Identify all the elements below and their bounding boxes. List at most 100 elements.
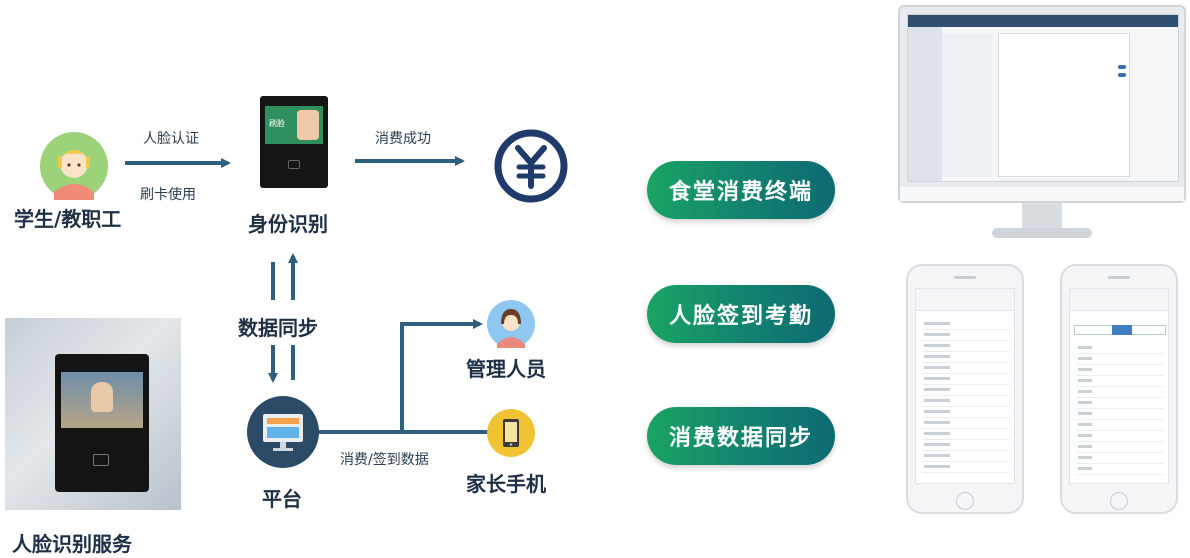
face-auth-label: 人脸认证 [143, 131, 199, 147]
list-item [922, 351, 1010, 352]
platform-monitor-icon [247, 396, 319, 468]
list-item [922, 373, 1010, 374]
list-item [1076, 386, 1164, 387]
list-item [1078, 434, 1092, 437]
list-item [922, 417, 1010, 418]
desktop-toggle [1118, 73, 1126, 77]
yen-icon [494, 129, 568, 203]
phone-right-speaker [1108, 276, 1130, 279]
face-service-photo [5, 318, 181, 510]
desktop-monitor-stand-base [992, 228, 1092, 238]
phone-right-home-button [1110, 492, 1128, 510]
list-item [1078, 456, 1092, 459]
list-item [922, 461, 1010, 462]
student-avatar-icon [40, 132, 108, 200]
face-service-card-icon [93, 454, 109, 466]
list-item [1076, 452, 1164, 453]
desktop-chin [900, 187, 1184, 201]
desktop-monitor-stand-neck [1022, 203, 1062, 229]
list-item [1076, 364, 1164, 365]
phone-mockup-left [906, 264, 1024, 514]
list-item [1078, 423, 1092, 426]
phone-right-header [1070, 289, 1168, 311]
list-item [924, 421, 950, 424]
phone-right-active-tab [1112, 325, 1132, 335]
list-item [1078, 445, 1092, 448]
manager-avatar-icon [487, 300, 535, 348]
arrow-platform-to-manager [400, 319, 483, 432]
list-item [922, 340, 1010, 341]
phone-left-home-button [956, 492, 974, 510]
list-item [922, 406, 1010, 407]
list-item [1078, 401, 1092, 404]
list-item [922, 395, 1010, 396]
list-item [924, 377, 950, 380]
identity-label: 身份识别 [248, 212, 328, 236]
list-item [924, 322, 950, 325]
parent-phone-label: 家长手机 [466, 472, 546, 496]
list-item [924, 344, 950, 347]
list-item [1078, 467, 1092, 470]
phone-mockup-right [1060, 264, 1178, 514]
list-item [924, 366, 950, 369]
consume-checkin-data-label: 消费/签到数据 [340, 452, 429, 468]
student-label: 学生/教职工 [14, 207, 122, 231]
desktop-screen [907, 14, 1179, 182]
list-item [1076, 408, 1164, 409]
desktop-sidebar [908, 27, 942, 181]
platform-label: 平台 [262, 487, 302, 511]
list-item [922, 439, 1010, 440]
data-sync-label: 数据同步 [238, 316, 318, 340]
desktop-topbar [908, 15, 1178, 27]
list-item [924, 454, 950, 457]
list-item [924, 355, 950, 358]
list-item [924, 410, 950, 413]
phone-left-screen [915, 288, 1015, 484]
desktop-monitor-mockup [898, 5, 1186, 203]
list-item [1076, 375, 1164, 376]
phone-left-speaker [954, 276, 976, 279]
feature-pill-canteen-terminal: 食堂消费终端 [647, 161, 835, 219]
card-use-label: 刷卡使用 [140, 187, 196, 203]
card-reader-icon [288, 160, 300, 169]
desktop-toggle [1118, 65, 1126, 69]
face-service-label: 人脸识别服务 [12, 532, 132, 556]
list-item [1078, 412, 1092, 415]
list-item [922, 362, 1010, 363]
face-service-screen [61, 372, 143, 428]
pay-success-label: 消费成功 [375, 131, 431, 147]
list-item [1076, 474, 1164, 475]
list-item [924, 399, 950, 402]
list-item [1078, 368, 1092, 371]
list-item [922, 428, 1010, 429]
list-item [1078, 357, 1092, 360]
face-photo [297, 110, 319, 140]
list-item [1076, 397, 1164, 398]
face-terminal-device: 刷脸 [260, 96, 328, 188]
list-item [922, 472, 1010, 473]
list-item [922, 329, 1010, 330]
phone-right-screen [1069, 288, 1169, 484]
manager-label: 管理人员 [466, 357, 546, 381]
face-terminal-screen: 刷脸 [265, 106, 323, 144]
face-screen-text: 刷脸 [269, 119, 285, 128]
phone-left-header [916, 289, 1014, 311]
face-service-terminal [55, 354, 149, 492]
list-item [922, 384, 1010, 385]
list-item [1078, 346, 1092, 349]
list-item [922, 450, 1010, 451]
list-item [924, 388, 950, 391]
face-service-person [91, 382, 113, 412]
list-item [1076, 419, 1164, 420]
list-item [924, 432, 950, 435]
list-item [924, 443, 950, 446]
list-item [924, 333, 950, 336]
list-item [1078, 390, 1092, 393]
desktop-nav-panel [942, 33, 992, 177]
feature-pill-data-sync: 消费数据同步 [647, 407, 835, 465]
list-item [1076, 353, 1164, 354]
list-item [924, 465, 950, 468]
feature-pill-face-checkin: 人脸签到考勤 [647, 285, 835, 343]
parent-phone-icon [487, 409, 535, 457]
